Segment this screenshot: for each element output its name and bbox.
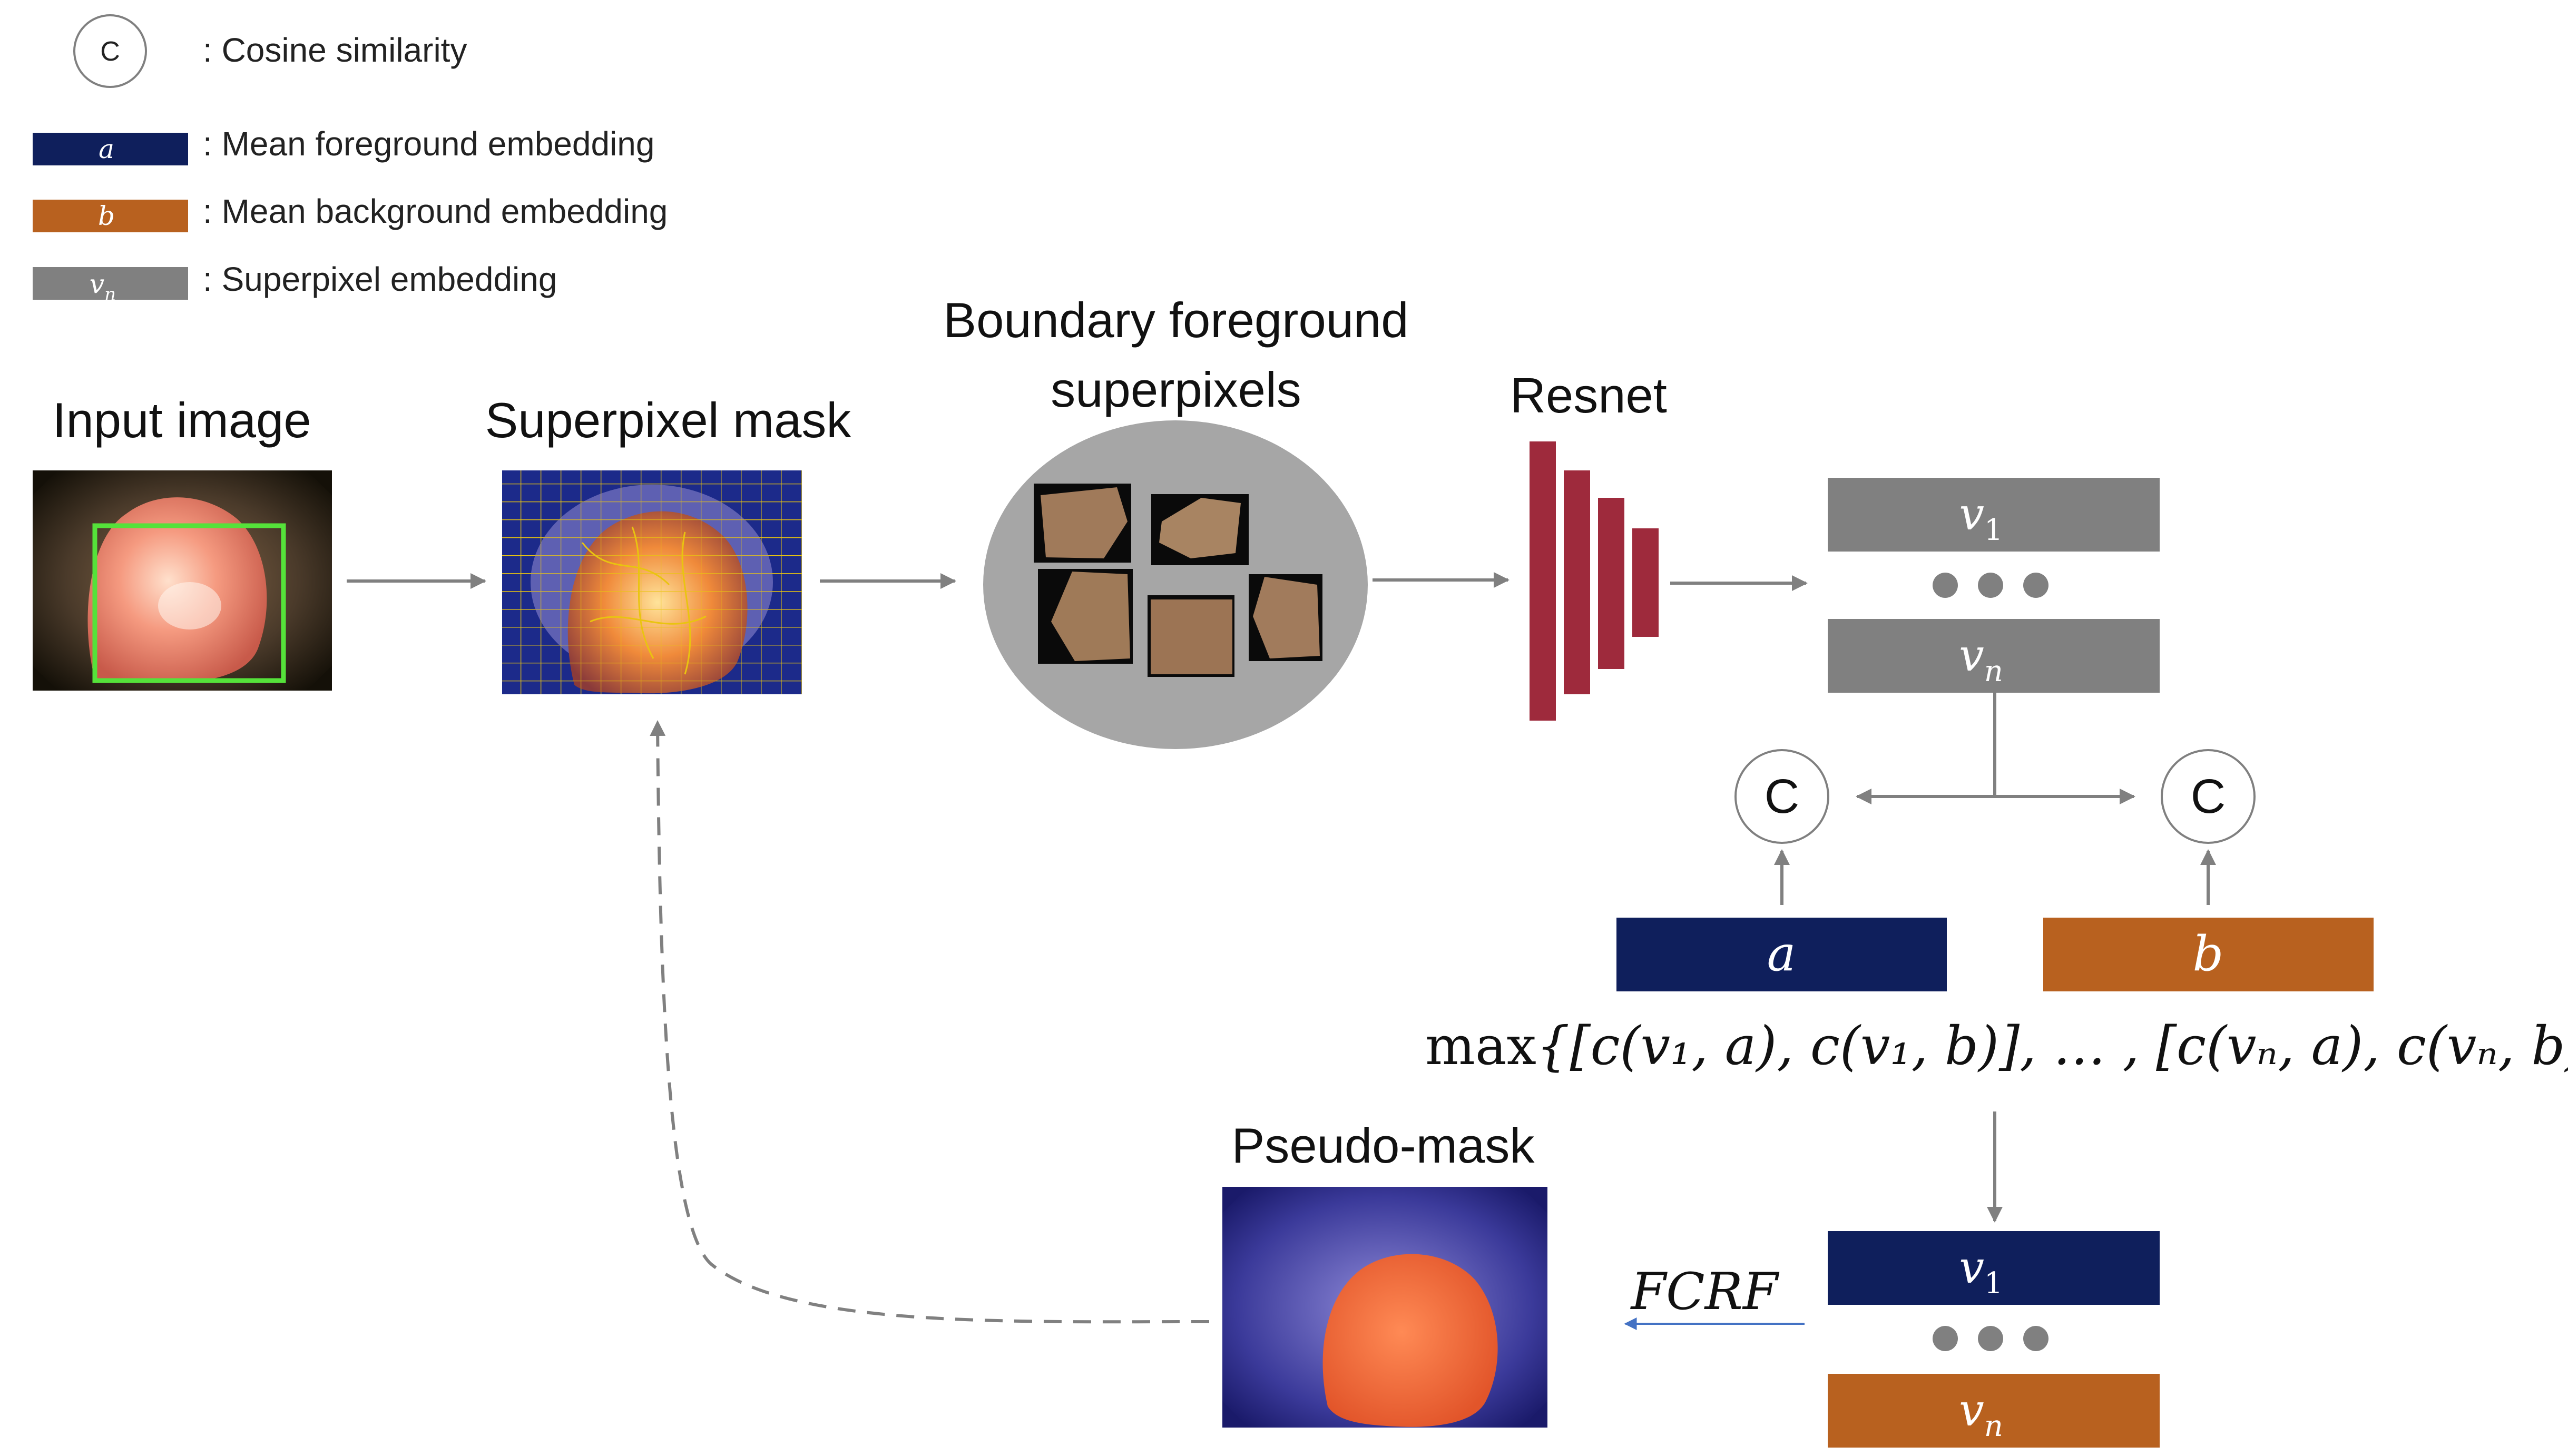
legend-sp-label: : Superpixel embedding	[203, 260, 557, 298]
cosine-node-left-label: C	[1765, 770, 1799, 823]
cosine-node-right-label: C	[2191, 770, 2226, 823]
boundary-title-line2: superpixels	[1051, 362, 1301, 417]
classified-vn-bar	[1828, 1374, 2160, 1448]
resnet-title: Resnet	[1510, 368, 1667, 423]
classified-embeddings: v1 vn	[1828, 1231, 2160, 1448]
boundary-title-line1: Boundary foreground	[943, 292, 1408, 348]
ellipsis-dot	[1978, 573, 2003, 598]
connectors	[347, 572, 2216, 1324]
embedding-v1-label: v1	[1959, 488, 2003, 547]
bounding-box	[92, 523, 286, 683]
legend: C : Cosine similarity a : Mean foregroun…	[33, 14, 668, 305]
legend-sp-symbol: vn	[90, 269, 116, 305]
legend-fg-symbol: a	[99, 134, 114, 164]
mean-fg-embedding-label: a	[1767, 926, 1796, 982]
legend-cosine-circle	[73, 14, 147, 88]
classified-v1-bar	[1828, 1231, 2160, 1305]
resnet-layer	[1598, 498, 1624, 669]
legend-bg-symbol: b	[98, 201, 115, 231]
legend-bg-label: : Mean background embedding	[203, 192, 668, 230]
superpixel-patch	[1249, 574, 1322, 661]
superpixel-patch	[1034, 484, 1131, 563]
embedding-vn-bar	[1828, 619, 2160, 693]
boundary-superpixels-group	[983, 420, 1368, 749]
input-image	[33, 470, 332, 691]
resnet-layer	[1564, 470, 1590, 694]
input-image-title: Input image	[52, 392, 311, 448]
resnet-layer	[1632, 528, 1659, 637]
max-similarity-formula: max{[c(v₁, a), c(v₁, b)], … , [c(vₙ, a),…	[1425, 1015, 2568, 1077]
legend-bg-swatch	[33, 200, 188, 232]
superpixel-mask-image	[502, 470, 802, 694]
legend-fg-swatch	[33, 133, 188, 165]
superpixel-embeddings: v1 vn	[1828, 478, 2160, 693]
cosine-node-right	[2161, 749, 2256, 844]
embedding-v1-bar	[1828, 478, 2160, 552]
superpixel-patch	[1038, 569, 1133, 664]
resnet-block	[1530, 441, 1659, 721]
ellipsis-dot	[2023, 1326, 2048, 1351]
legend-fg-label: : Mean foreground embedding	[203, 125, 654, 163]
legend-cosine-symbol: C	[100, 36, 120, 67]
superpixel-mask-title: Superpixel mask	[485, 392, 852, 448]
mean-bg-embedding-bar	[2043, 918, 2374, 991]
pseudo-mask-image	[1222, 1187, 1547, 1428]
legend-sp-swatch	[33, 267, 188, 300]
resnet-layer	[1530, 441, 1556, 721]
superpixel-patch	[1148, 595, 1234, 677]
mean-bg-embedding-label: b	[2193, 926, 2224, 982]
fcrf-label: FCRF	[1630, 1262, 1780, 1321]
ellipsis-dot	[2023, 573, 2048, 598]
classified-vn-label: vn	[1959, 1384, 2003, 1443]
mean-fg-embedding-bar	[1616, 918, 1947, 991]
legend-cosine-label: : Cosine similarity	[203, 31, 467, 69]
classified-v1-label: v1	[1959, 1242, 2003, 1301]
dashed-feedback-arrow	[650, 720, 1210, 1324]
ellipsis-dot	[1933, 573, 1958, 598]
embedding-vn-label: vn	[1959, 629, 2003, 688]
ellipsis-dot	[1933, 1326, 1958, 1351]
pseudo-mask-title: Pseudo-mask	[1232, 1118, 1535, 1173]
cosine-similarity-nodes: C C	[1734, 749, 2256, 844]
superpixel-patch	[1151, 494, 1249, 565]
ellipsis-dot	[1978, 1326, 2003, 1351]
cosine-node-left	[1734, 749, 1829, 844]
